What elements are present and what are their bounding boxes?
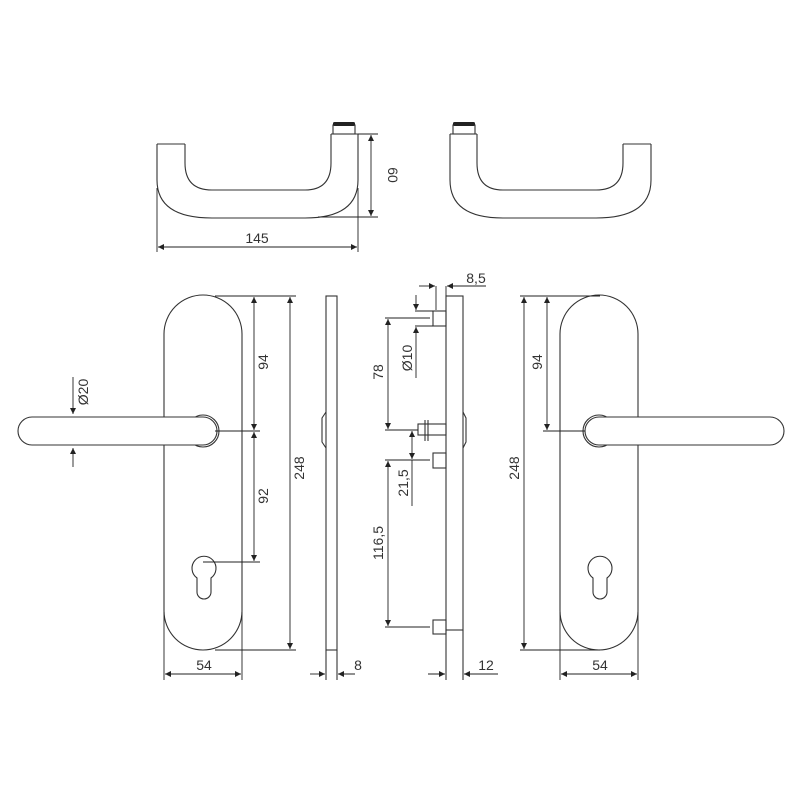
top-right-handle [449,122,652,219]
side-plate: 8 [310,295,362,680]
dim-plate-height: 248 [506,456,522,480]
dim-spindle-to-top: 94 [529,354,545,370]
dim-height-60: 60 [385,167,401,183]
top-left-dimensions: 145 60 [156,133,401,252]
front-right-backplate [559,294,639,651]
front-left-dimensions: Ø20 94 92 248 54 [70,295,307,680]
dim-width-145: 145 [245,230,269,246]
dim-plate-width: 54 [592,657,608,673]
front-right-dimensions: 94 248 54 [506,295,639,680]
dim-spindle-to-top: 94 [255,354,271,370]
side-section [417,295,467,680]
dim-rose-diameter: Ø10 [399,345,415,372]
dim-section-thickness: 12 [478,657,494,673]
dim-plate-height: 248 [291,456,307,480]
cylinder-hole-icon [191,555,217,600]
dim-spindle-to-cylinder: 92 [255,488,271,504]
front-left-lever [17,414,220,448]
dim-lever-diameter: Ø20 [75,379,91,406]
dim-plate-thickness: 8 [354,657,362,673]
front-right-lever [582,414,785,448]
dim-offset: 8,5 [466,270,486,286]
spindle-cap-icon [453,122,475,126]
dim-top-fix-to-spindle: 78 [370,364,386,380]
cylinder-hole-icon [587,555,613,600]
dim-fix-spacing: 116,5 [370,526,386,560]
spindle-cap-icon [333,122,355,126]
dim-plate-width: 54 [196,657,212,673]
top-left-handle [156,122,359,219]
front-left-backplate [163,294,243,651]
dim-spindle-to-fix: 21,5 [395,469,411,496]
side-section-dimensions: 8,5 Ø10 78 21,5 116,5 12 [370,270,498,677]
